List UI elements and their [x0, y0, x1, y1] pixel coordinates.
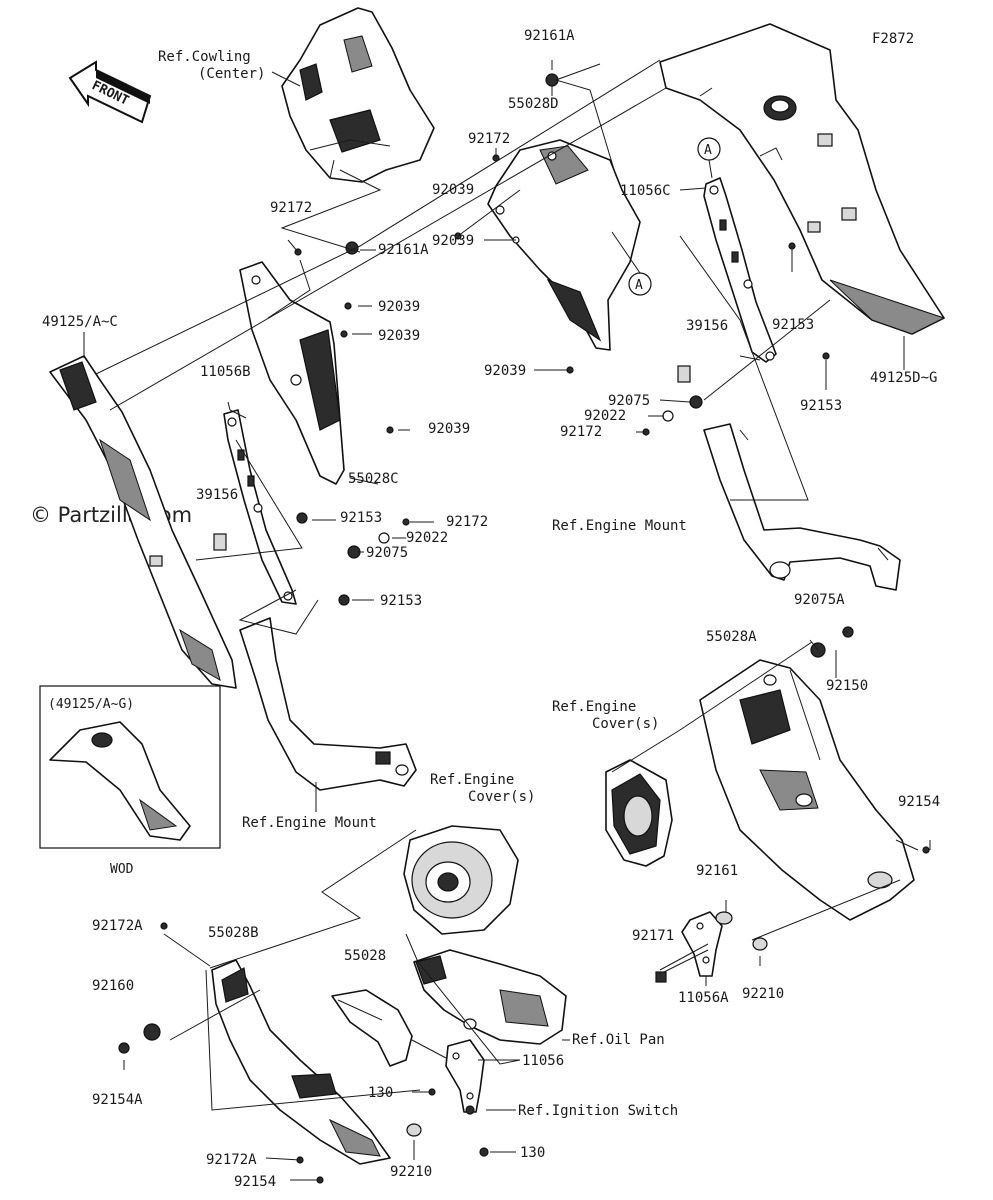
label-ref-engine-cover-mid-1: Ref.Engine	[430, 772, 514, 788]
label-11056b: 11056B	[200, 364, 251, 380]
cowling-49125d-g-part	[659, 23, 946, 335]
bracket-11056c-part	[703, 177, 777, 363]
leader-lines	[95, 59, 931, 1181]
label-92075a: 92075A	[794, 592, 845, 608]
label-92153-l2: 92153	[380, 593, 422, 609]
cowling-49125-a-c-part	[49, 355, 237, 689]
label-55028d: 55028D	[508, 96, 559, 112]
label-ref-engine-cover-mid-2: Cover(s)	[468, 789, 535, 805]
ref-engine-cover-right-part	[605, 759, 673, 867]
label-92171: 92171	[632, 928, 674, 944]
label-39156-r: 39156	[686, 318, 728, 334]
label-ref-oil-pan: Ref.Oil Pan	[572, 1032, 665, 1048]
label-39156-l: 39156	[196, 487, 238, 503]
label-130-b: 130	[520, 1145, 545, 1161]
label-49125-a-c: 49125/A~C	[42, 314, 118, 330]
label-92039-l3: 92039	[428, 421, 470, 437]
label-92154a: 92154A	[92, 1092, 143, 1108]
label-92153-r2: 92153	[800, 398, 842, 414]
ref-engine-cover-mid-part	[403, 825, 519, 935]
label-92160: 92160	[92, 978, 134, 994]
ref-oil-pan-part	[413, 949, 567, 1045]
cowl-55028b-part	[211, 959, 391, 1165]
label-55028b: 55028B	[208, 925, 259, 941]
front-arrow-icon: FRONT	[68, 60, 152, 124]
label-92172-r: 92172	[560, 424, 602, 440]
guard-55028-part	[331, 989, 413, 1067]
inset-box	[39, 685, 221, 849]
ref-engine-mount-right-part	[703, 423, 901, 591]
label-92210-r: 92210	[742, 986, 784, 1002]
inset-title: (49125/A~G)	[48, 697, 134, 712]
label-92172a-top: 92172A	[92, 918, 143, 934]
label-ref-cowling: Ref.Cowling	[158, 49, 251, 65]
label-92153-r1: 92153	[772, 317, 814, 333]
cover-55028a-part	[699, 659, 915, 921]
label-11056a: 11056A	[678, 990, 729, 1006]
label-92172-l2: 92172	[446, 514, 488, 530]
label-ref-ignition-switch: Ref.Ignition Switch	[518, 1103, 678, 1119]
callout-a-1: A	[697, 137, 721, 161]
ref-engine-mount-left-part	[239, 617, 417, 791]
inset-caption: WOD	[110, 862, 134, 877]
label-92154-b: 92154	[234, 1174, 276, 1190]
ref-cowling-center-part	[281, 7, 435, 183]
label-ref-cowling-center: (Center)	[198, 66, 265, 82]
label-92075-r: 92075	[608, 393, 650, 409]
label-49125d-g: 49125D~G	[870, 370, 937, 386]
label-92039-c: 92039	[484, 363, 526, 379]
label-55028c: 55028C	[348, 471, 399, 487]
label-92161: 92161	[696, 863, 738, 879]
label-92210-b: 92210	[390, 1164, 432, 1180]
label-ref-engine-mount-right: Ref.Engine Mount	[552, 518, 687, 534]
panel-55028c-part	[239, 261, 345, 485]
panel-55028d-part	[487, 139, 641, 351]
svg-text:A: A	[635, 278, 643, 293]
label-ref-engine-mount-left: Ref.Engine Mount	[242, 815, 377, 831]
label-92039-b: 92039	[432, 233, 474, 249]
label-92172-top: 92172	[468, 131, 510, 147]
part-labels: 92161A 55028D 92172 92039 92039 92039 11…	[92, 28, 940, 1190]
label-11056: 11056	[522, 1053, 564, 1069]
bracket-11056-part	[445, 1039, 485, 1113]
bracket-11056a-part	[681, 911, 723, 977]
label-92022-r: 92022	[584, 408, 626, 424]
label-ref-engine-cover-right-2: Cover(s)	[592, 716, 659, 732]
svg-text:A: A	[704, 143, 712, 158]
figure-code: F2872	[872, 31, 914, 47]
label-92039-l2: 92039	[378, 328, 420, 344]
label-92039-a: 92039	[432, 182, 474, 198]
callout-a-2: A	[628, 272, 652, 296]
label-ref-engine-cover-right-1: Ref.Engine	[552, 699, 636, 715]
label-92022-l: 92022	[406, 530, 448, 546]
label-92075-l: 92075	[366, 545, 408, 561]
label-92161a-top: 92161A	[524, 28, 575, 44]
label-92153-l1: 92153	[340, 510, 382, 526]
label-92150: 92150	[826, 678, 868, 694]
label-92172-l: 92172	[270, 200, 312, 216]
label-55028a: 55028A	[706, 629, 757, 645]
label-130-a: 130	[368, 1085, 393, 1101]
label-92172a-bot: 92172A	[206, 1152, 257, 1168]
label-92039-l1: 92039	[378, 299, 420, 315]
bracket-11056b-part	[223, 409, 297, 605]
label-92161a-l: 92161A	[378, 242, 429, 258]
reference-labels: Ref.Engine Mount Ref.Engine Mount Ref.En…	[242, 518, 687, 1119]
label-11056c: 11056C	[620, 183, 671, 199]
label-55028: 55028	[344, 948, 386, 964]
label-92154-r: 92154	[898, 794, 940, 810]
